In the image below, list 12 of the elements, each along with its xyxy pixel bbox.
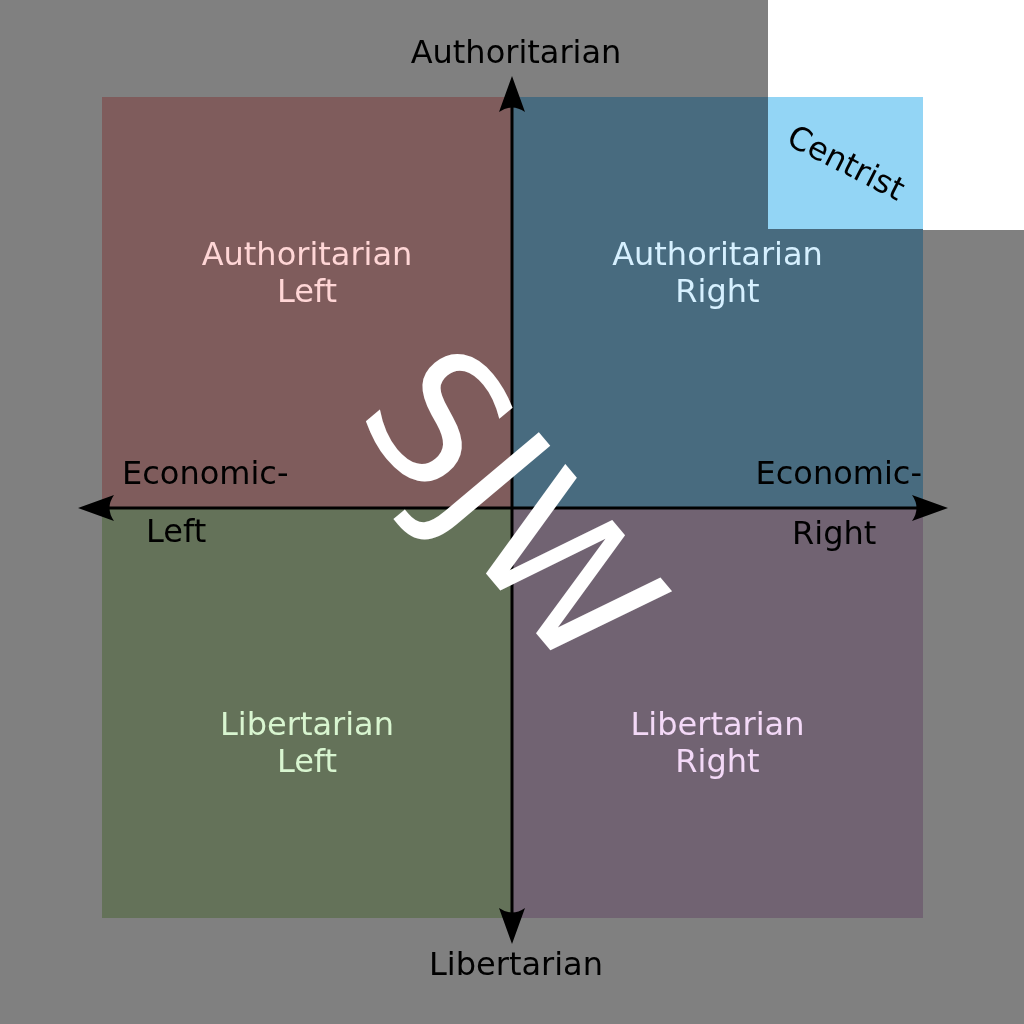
axis-label: Libertarian bbox=[429, 946, 603, 983]
axis-label: Left bbox=[146, 513, 207, 550]
axis-label: Right bbox=[792, 515, 877, 552]
axis-label: Economic- bbox=[122, 455, 289, 492]
quadrant-label: Libertarian Left bbox=[219, 706, 395, 780]
quadrant-label: Authoritarian Left bbox=[200, 236, 414, 310]
overlay-text: SJW bbox=[332, 317, 692, 699]
highlight-panel bbox=[768, 97, 923, 229]
quadrant-label: Authoritarian Right bbox=[611, 236, 824, 310]
axis-label: Economic- bbox=[755, 455, 922, 492]
axis-label: Authoritarian bbox=[410, 34, 622, 71]
quadrant-label: Libertarian Right bbox=[629, 706, 806, 780]
